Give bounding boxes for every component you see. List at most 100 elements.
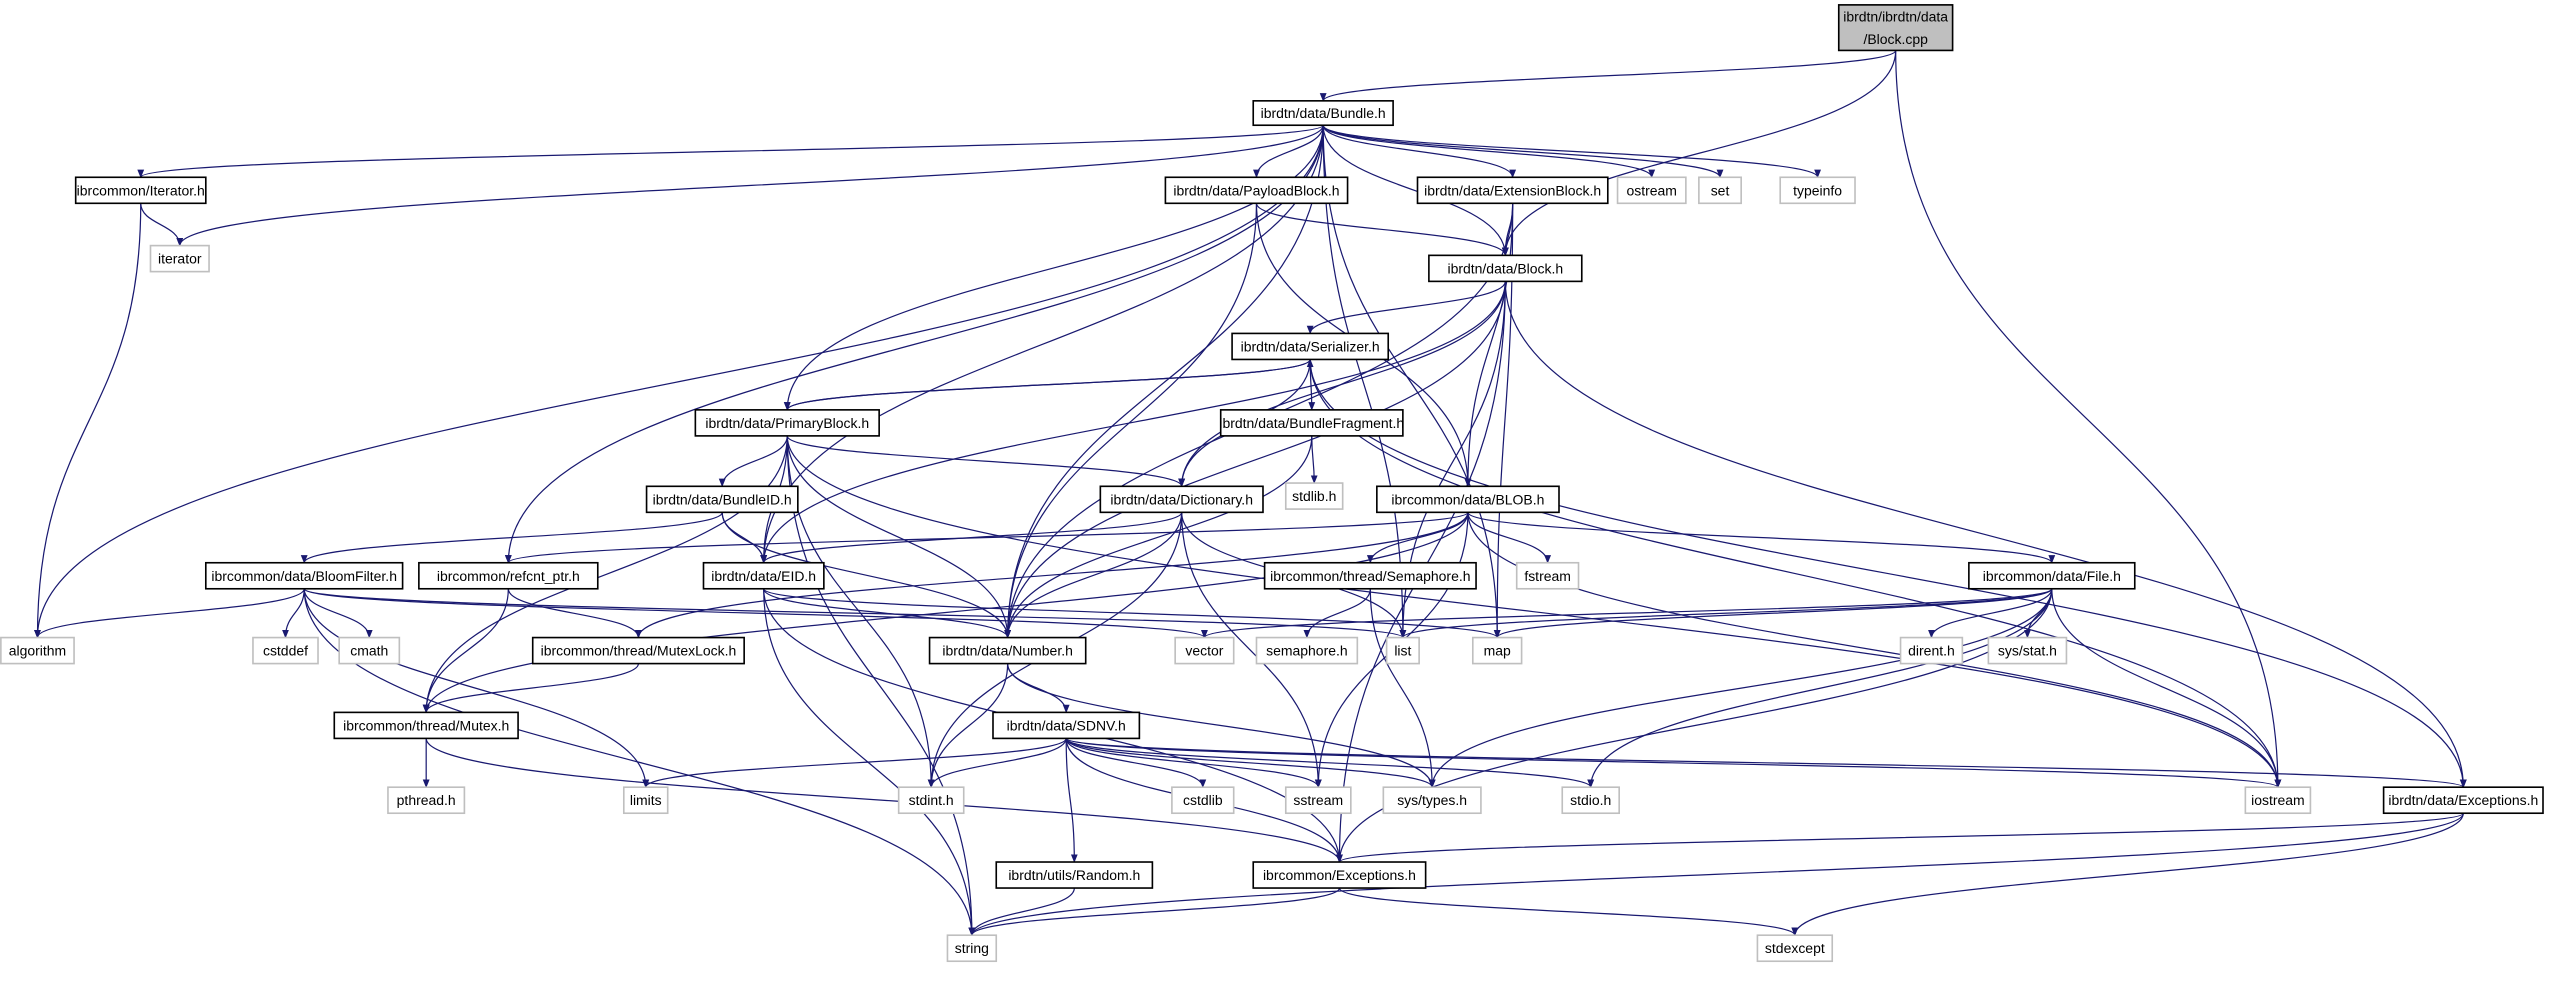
- node-serializer[interactable]: ibrdtn/data/Serializer.h: [1231, 332, 1390, 361]
- node-label: /Block.cpp: [1863, 31, 1928, 47]
- node-dictionary[interactable]: ibrdtn/data/Dictionary.h: [1099, 485, 1264, 514]
- node-list: list: [1385, 636, 1420, 665]
- node-label: ibrdtn/data/PayloadBlock.h: [1173, 182, 1339, 198]
- edge-bundle-to-extension: [1322, 125, 1517, 179]
- node-box: [252, 636, 319, 665]
- edge-file-to-systypes: [1428, 588, 2053, 789]
- edge-bundle-to-iterator: [176, 125, 1324, 247]
- edge-blockh-to-dtnexc: [1504, 281, 2467, 789]
- node-bundleid[interactable]: ibrdtn/data/BundleID.h: [645, 485, 799, 514]
- node-blockh[interactable]: ibrdtn/data/Block.h: [1428, 254, 1583, 283]
- edge-extension-to-blob: [1464, 203, 1514, 488]
- node-box: [897, 786, 965, 815]
- edge-random-to-string: [968, 887, 1075, 937]
- node-label: ostream: [1626, 182, 1676, 198]
- edge-comexc-to-string: [968, 887, 1341, 937]
- node-label: ibrdtn/data/Block.h: [1447, 260, 1563, 276]
- edges: [34, 49, 2467, 937]
- node-box: [1428, 254, 1583, 283]
- node-box: [74, 176, 207, 205]
- node-semaphoreh[interactable]: ibrcommon/thread/Semaphore.h: [1263, 561, 1477, 590]
- node-extension[interactable]: ibrdtn/data/ExtensionBlock.h: [1416, 176, 1609, 205]
- node-file[interactable]: ibrcommon/data/File.h: [1968, 561, 2136, 590]
- node-box: [1252, 100, 1394, 127]
- edge-bundle-to-typeinfo: [1322, 124, 1821, 179]
- node-box: [1968, 561, 2136, 590]
- node-label: ibrcommon/thread/MutexLock.h: [541, 643, 737, 659]
- edge-bundleid-to-number: [721, 512, 1012, 639]
- node-ostream: ostream: [1616, 176, 1687, 205]
- edge-mutex-to-comexc: [425, 738, 1343, 863]
- node-label: ibrdtn/data/Exceptions.h: [2388, 792, 2538, 808]
- edge-blob-to-file: [1467, 511, 2056, 564]
- node-label: string: [955, 940, 989, 956]
- node-bundle[interactable]: ibrdtn/data/Bundle.h: [1252, 100, 1394, 127]
- node-eid[interactable]: ibrdtn/data/EID.h: [702, 561, 825, 590]
- node-box: [338, 636, 401, 665]
- edge-primary-to-serializer: [786, 358, 1314, 411]
- node-dirent: dirent.h: [1899, 636, 1964, 665]
- node-mutexlock[interactable]: ibrcommon/thread/MutexLock.h: [531, 636, 745, 665]
- node-map: map: [1471, 636, 1523, 665]
- node-box: [1987, 636, 2068, 665]
- edge-dictionary-to-number: [1004, 512, 1183, 639]
- edge-bloom-to-vector: [303, 588, 1208, 639]
- edge-bloom-to-list: [303, 588, 1406, 639]
- edge-file-to-comexc: [1336, 588, 2053, 863]
- node-sdnv[interactable]: ibrdtn/data/SDNV.h: [992, 711, 1141, 740]
- node-string: string: [946, 934, 998, 963]
- node-cmath: cmath: [338, 636, 401, 665]
- node-label: cstddef: [263, 643, 308, 659]
- node-stdlib: stdlib.h: [1284, 482, 1344, 510]
- edge-number-to-sdnv: [1007, 663, 1070, 714]
- edge-bundle-to-blockh: [1322, 125, 1509, 257]
- node-label: ibrcommon/Iterator.h: [77, 182, 205, 198]
- edge-serializer-to-iostream: [1309, 359, 2282, 789]
- node-blob[interactable]: ibrcommon/data/BLOB.h: [1376, 485, 1560, 514]
- node-box: [702, 561, 825, 590]
- node-label: ibrdtn/data/Dictionary.h: [1110, 491, 1253, 507]
- node-iteratorh[interactable]: ibrcommon/Iterator.h: [74, 176, 207, 205]
- node-box: [1255, 636, 1359, 665]
- node-number[interactable]: ibrdtn/data/Number.h: [928, 636, 1087, 665]
- node-set: set: [1698, 176, 1742, 205]
- edge-file-to-iostream: [2051, 588, 2282, 789]
- node-label: algorithm: [9, 643, 66, 659]
- edge-sdnv-to-dtnexc: [1065, 737, 2467, 789]
- edge-sdnv-to-stdio: [1065, 737, 1594, 789]
- edge-eid-to-map: [763, 588, 1501, 639]
- node-random[interactable]: ibrdtn/utils/Random.h: [995, 861, 1154, 889]
- node-comexc[interactable]: ibrcommon/Exceptions.h: [1252, 861, 1427, 889]
- node-box: [149, 244, 210, 273]
- node-refcnt[interactable]: ibrcommon/refcnt_ptr.h: [418, 561, 599, 590]
- node-dtnexc[interactable]: ibrdtn/data/Exceptions.h: [2382, 786, 2544, 815]
- edge-refcnt-to-mutex: [422, 588, 509, 714]
- node-vector: vector: [1174, 636, 1235, 665]
- node-label: stdint.h: [909, 792, 954, 808]
- node-bloom[interactable]: ibrcommon/data/BloomFilter.h: [204, 561, 404, 590]
- edge-blockcpp-to-blockh: [1501, 50, 1897, 257]
- node-label: iterator: [158, 251, 202, 267]
- node-limits: limits: [622, 786, 669, 815]
- node-fragment[interactable]: ibrdtn/data/BundleFragment.h: [1219, 409, 1404, 437]
- edge-blockh-to-dictionary: [1178, 281, 1506, 488]
- edge-bloom-to-limits: [303, 588, 650, 789]
- edge-blockcpp-to-bundle: [1319, 49, 1897, 102]
- node-primary[interactable]: ibrdtn/data/PrimaryBlock.h: [694, 409, 880, 437]
- node-box: [531, 636, 745, 665]
- node-label: iostream: [2251, 792, 2305, 808]
- node-box: [1382, 786, 1482, 815]
- edge-bundle-to-refcnt: [504, 125, 1324, 564]
- node-box: [1174, 636, 1235, 665]
- edge-iteratorh-to-algorithm: [34, 203, 142, 639]
- node-mutex[interactable]: ibrcommon/thread/Mutex.h: [333, 711, 519, 740]
- node-payload[interactable]: ibrdtn/data/PayloadBlock.h: [1164, 176, 1349, 205]
- edge-bundle-to-eid: [760, 125, 1324, 564]
- node-box: [1385, 636, 1420, 665]
- node-blockcpp[interactable]: ibrdtn/ibrdtn/data/Block.cpp: [1837, 4, 1954, 52]
- node-label: fstream: [1524, 568, 1571, 584]
- edge-fragment-to-stdlib: [1310, 435, 1318, 484]
- node-box: [1616, 176, 1687, 205]
- node-box: [1515, 561, 1580, 590]
- node-label: ibrdtn/data/Serializer.h: [1241, 338, 1380, 354]
